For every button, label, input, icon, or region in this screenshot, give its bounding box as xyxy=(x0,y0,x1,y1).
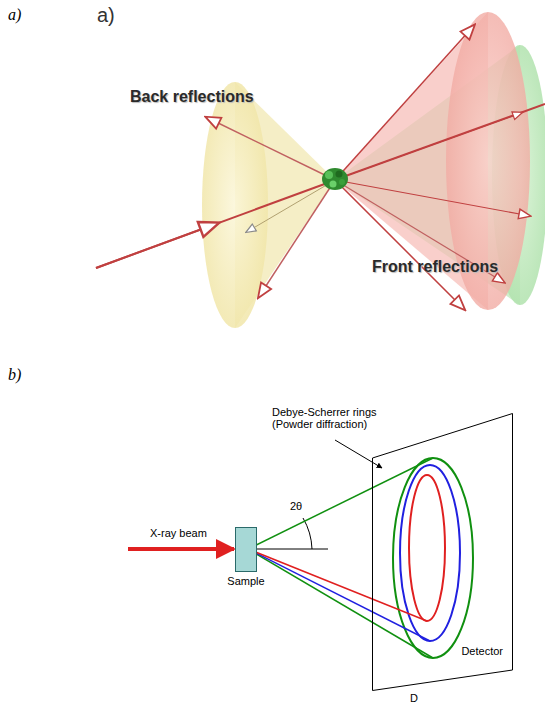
cone-figure xyxy=(96,12,545,328)
panel-letter: a) xyxy=(8,6,21,24)
part-label: Detector xyxy=(461,645,503,657)
panel-letter: a) xyxy=(97,4,115,27)
distance-label: D xyxy=(410,692,418,704)
region-label: Front reflections xyxy=(372,258,498,276)
part-label: Sample xyxy=(227,575,264,587)
beam-label: X-ray beam xyxy=(150,527,207,539)
sample-slab: Sample xyxy=(235,527,257,572)
callout-label: Debye-Scherrer rings (Powder diffraction… xyxy=(272,406,407,430)
detector-plane: Detector xyxy=(372,413,513,691)
detector-border xyxy=(373,414,513,691)
panel-letter: b) xyxy=(8,366,21,384)
angle-label: 2θ xyxy=(290,500,302,512)
powder-diffraction-figure xyxy=(128,440,473,658)
region-label: Back reflections xyxy=(130,88,254,106)
